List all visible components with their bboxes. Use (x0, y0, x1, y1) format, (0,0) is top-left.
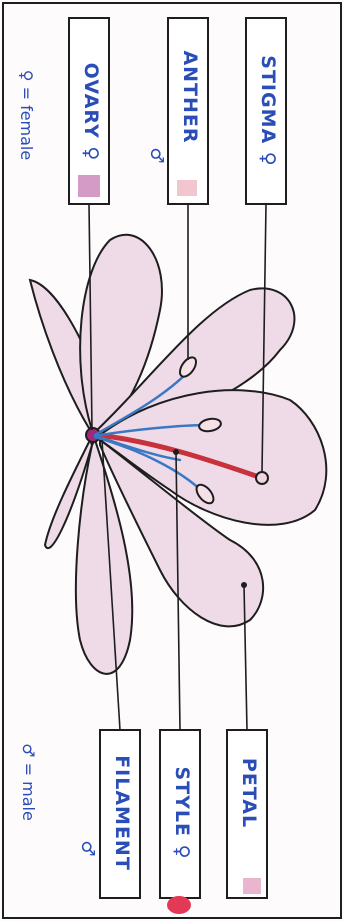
ovary-label: OVARY ♀ (76, 18, 102, 206)
petal-leader-dot (241, 582, 247, 588)
male-key-note: ♂ = male (14, 727, 38, 837)
filament-label: FILAMENT (107, 738, 133, 888)
female-key-note: ♀ = female (12, 45, 36, 185)
stigma-tip (256, 472, 268, 484)
anther-color-swatch (177, 180, 197, 196)
filament-male-symbol: ♂ (76, 834, 98, 864)
style-leader-dot (173, 449, 179, 455)
petal-color-swatch (243, 878, 261, 894)
stigma-label: STIGMA ♀ (253, 17, 279, 205)
petal-label: PETAL (234, 733, 260, 853)
anther-label: ANTHER (175, 22, 201, 172)
anther-male-symbol: ♂ (145, 141, 167, 171)
style-color-swatch (167, 896, 191, 914)
style-label: STYLE ♀ (167, 738, 193, 888)
